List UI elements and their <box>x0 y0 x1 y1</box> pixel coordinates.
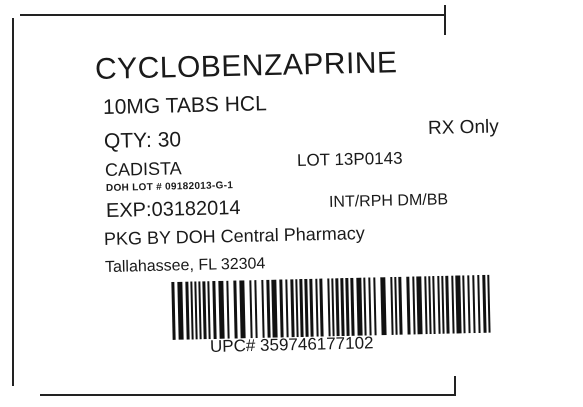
barcode-bar <box>368 277 372 336</box>
barcode-bar <box>254 280 258 339</box>
barcode-bar <box>373 277 377 336</box>
barcode-bar <box>437 275 441 334</box>
barcode-bar <box>335 278 340 337</box>
barcode-bar <box>412 276 416 335</box>
barcode-bar <box>249 280 253 339</box>
barcode-bar <box>345 277 350 336</box>
barcode-bar <box>451 275 455 334</box>
barcode-bar <box>290 279 295 338</box>
barcode-bar <box>202 281 207 340</box>
barcode-bar <box>406 276 411 335</box>
barcode-bar <box>428 276 432 335</box>
packager-city: Tallahassee, FL 32304 <box>104 255 266 276</box>
barcode-bar <box>226 280 230 339</box>
barcode-bar <box>482 274 487 333</box>
barcode-bar <box>261 279 265 338</box>
barcode-bar <box>171 281 176 340</box>
barcode-bar <box>218 280 225 339</box>
barcode-bar <box>455 275 462 334</box>
barcode-bar <box>445 275 450 334</box>
barcode-bar <box>319 278 324 337</box>
barcode-bar <box>271 279 278 338</box>
barcode-bar <box>432 275 436 335</box>
barcode-bar <box>212 280 217 340</box>
barcode-bar <box>233 280 238 339</box>
product-name: CYCLOBENZAPRINE <box>94 46 398 86</box>
barcode-bar <box>356 277 363 336</box>
bottom-border-line <box>40 394 455 396</box>
barcode-bar <box>177 281 184 340</box>
barcode-bar <box>424 276 428 335</box>
barcode-bar <box>487 274 491 333</box>
barcode-bar <box>315 278 319 337</box>
top-right-tick <box>444 5 446 35</box>
barcode-bar <box>304 278 309 337</box>
barcode-bar <box>279 279 284 338</box>
barcode-bar <box>285 279 289 338</box>
upc-code: UPC# 359746177102 <box>209 333 374 356</box>
barcode-bar <box>472 275 476 334</box>
barcode-bar <box>394 276 398 335</box>
rx-only-notice: RX Only <box>427 116 499 139</box>
pharmacist-initials: INT/RPH DM/BB <box>328 191 449 211</box>
barcode-bar <box>185 281 190 340</box>
manufacturer: CADISTA <box>104 158 182 180</box>
barcode-bar <box>266 279 271 338</box>
barcode-bar <box>207 281 211 340</box>
doh-lot-number: DOH LOT # 09182013-G-1 <box>105 180 234 194</box>
barcode-bar <box>239 280 246 339</box>
barcode <box>171 274 491 340</box>
top-border-line <box>20 14 445 16</box>
lot-number: LOT 13P0143 <box>296 148 403 170</box>
barcode-bar <box>327 278 331 337</box>
quantity: QTY: 30 <box>103 128 182 153</box>
barcode-bar <box>198 281 202 340</box>
barcode-bar <box>295 279 299 338</box>
barcode-bar <box>462 275 466 334</box>
barcode-bar <box>190 281 194 340</box>
barcode-bar <box>363 277 367 336</box>
barcode-bar <box>350 277 355 336</box>
left-border-line <box>12 18 14 386</box>
strength-dosage: 10MG TABS HCL <box>102 92 267 119</box>
barcode-bar <box>416 276 423 335</box>
barcode-bar <box>477 274 481 334</box>
barcode-bar <box>398 276 403 335</box>
barcode-bar <box>194 281 198 340</box>
expiration-date: EXP:03182014 <box>105 196 241 222</box>
packager: PKG BY DOH Central Pharmacy <box>103 223 365 249</box>
bottom-right-tick <box>454 376 456 396</box>
barcode-bar <box>441 275 445 334</box>
barcode-bar <box>331 278 335 337</box>
barcode-bar <box>390 276 394 335</box>
barcode-bar <box>309 278 314 337</box>
barcode-bar <box>299 278 304 338</box>
barcode-bar <box>380 277 387 336</box>
barcode-bar <box>467 275 471 334</box>
barcode-bar <box>340 278 345 337</box>
